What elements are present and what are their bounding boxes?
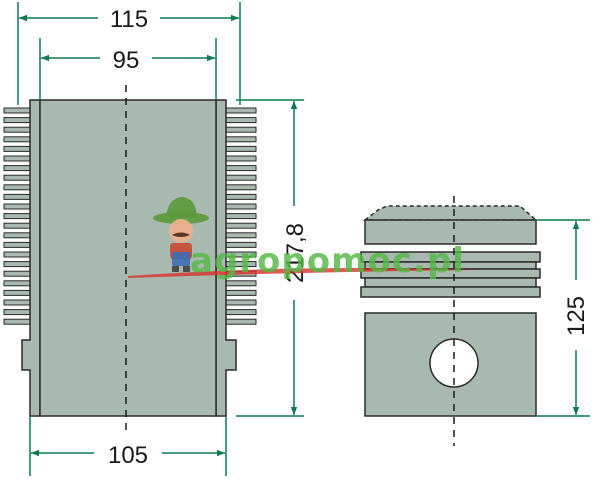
farmer-mascot-icon: [153, 197, 209, 272]
dim-outer-fin-diameter: 115: [17, 2, 241, 105]
piston-crown: [362, 205, 538, 221]
dim-label-95: 95: [113, 47, 140, 74]
piston-skirt: [364, 312, 537, 417]
piston: [360, 196, 541, 446]
dim-bore-diameter: 95: [39, 38, 217, 100]
piston-top-land: [364, 219, 537, 245]
watermark-swoosh: [128, 268, 478, 278]
cylinder-right-wall: [215, 99, 237, 417]
dim-base-diameter: 105: [29, 416, 227, 476]
watermark-text: agropomoc.pl: [190, 241, 465, 281]
dim-piston-height: 125: [536, 219, 590, 417]
dim-label-125: 125: [563, 296, 590, 336]
dim-label-105: 105: [108, 442, 148, 469]
dim-label-115: 115: [110, 6, 148, 33]
agropomoc-watermark: agropomoc.pl: [128, 197, 478, 281]
piston-ring-3: [360, 286, 541, 298]
